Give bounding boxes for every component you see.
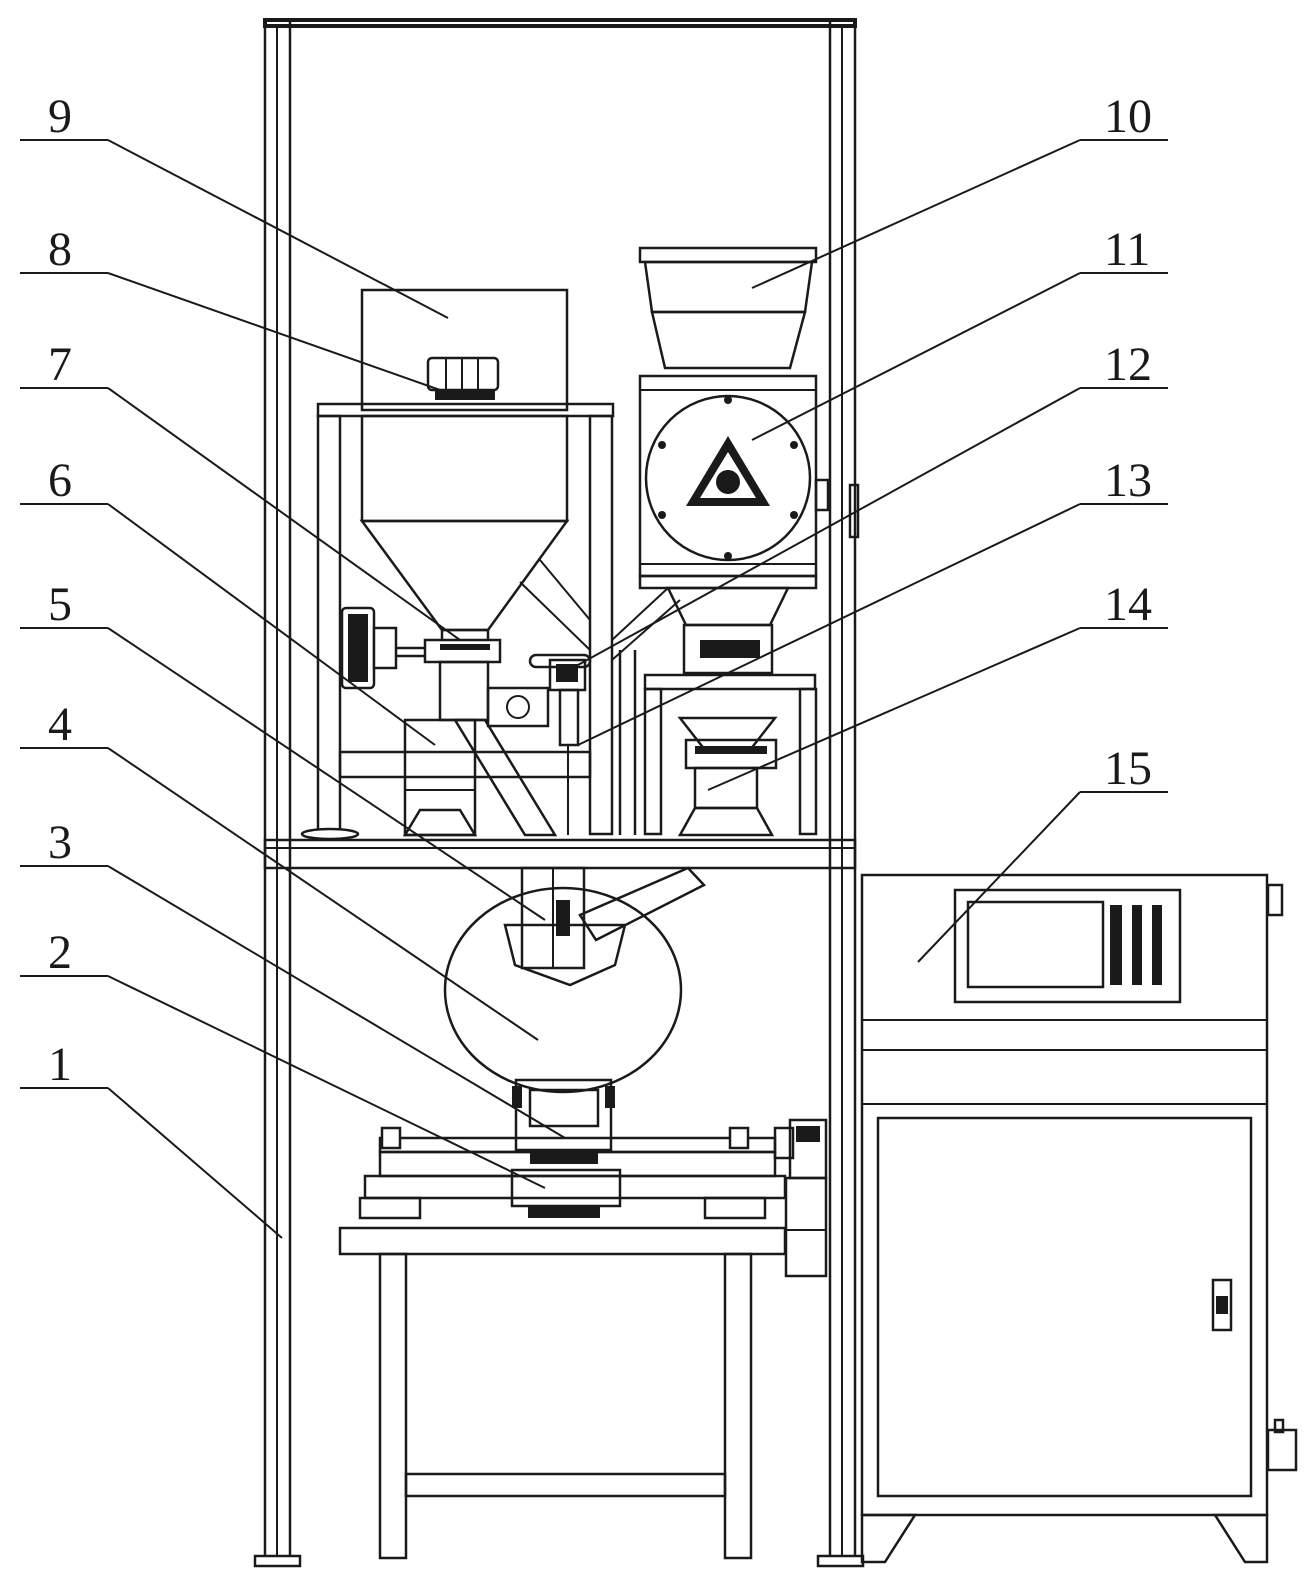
label-13: 13 — [1104, 454, 1152, 507]
label-5: 5 — [48, 578, 72, 631]
control-cabinet — [860, 873, 1298, 1564]
right-hopper-assembly — [611, 246, 860, 837]
bag-filling-assembly — [443, 866, 707, 1152]
label-2: 2 — [48, 926, 72, 979]
label-15: 15 — [1104, 742, 1152, 795]
label-6: 6 — [48, 454, 72, 507]
sliding-table-assembly — [338, 1118, 828, 1560]
label-4: 4 — [48, 698, 72, 751]
label-8: 8 — [48, 223, 72, 276]
label-7: 7 — [48, 338, 72, 391]
label-11: 11 — [1104, 223, 1150, 276]
label-1: 1 — [48, 1038, 72, 1091]
part-labels: 9 8 7 6 5 4 3 2 1 10 11 12 13 14 15 — [48, 90, 1152, 1091]
label-9: 9 — [48, 90, 72, 143]
left-hopper-assembly — [300, 288, 615, 841]
label-12: 12 — [1104, 338, 1152, 391]
main-frame — [253, 18, 865, 1568]
label-14: 14 — [1104, 578, 1152, 631]
label-3: 3 — [48, 816, 72, 869]
leader-lines — [20, 139, 1168, 1239]
label-10: 10 — [1104, 90, 1152, 143]
